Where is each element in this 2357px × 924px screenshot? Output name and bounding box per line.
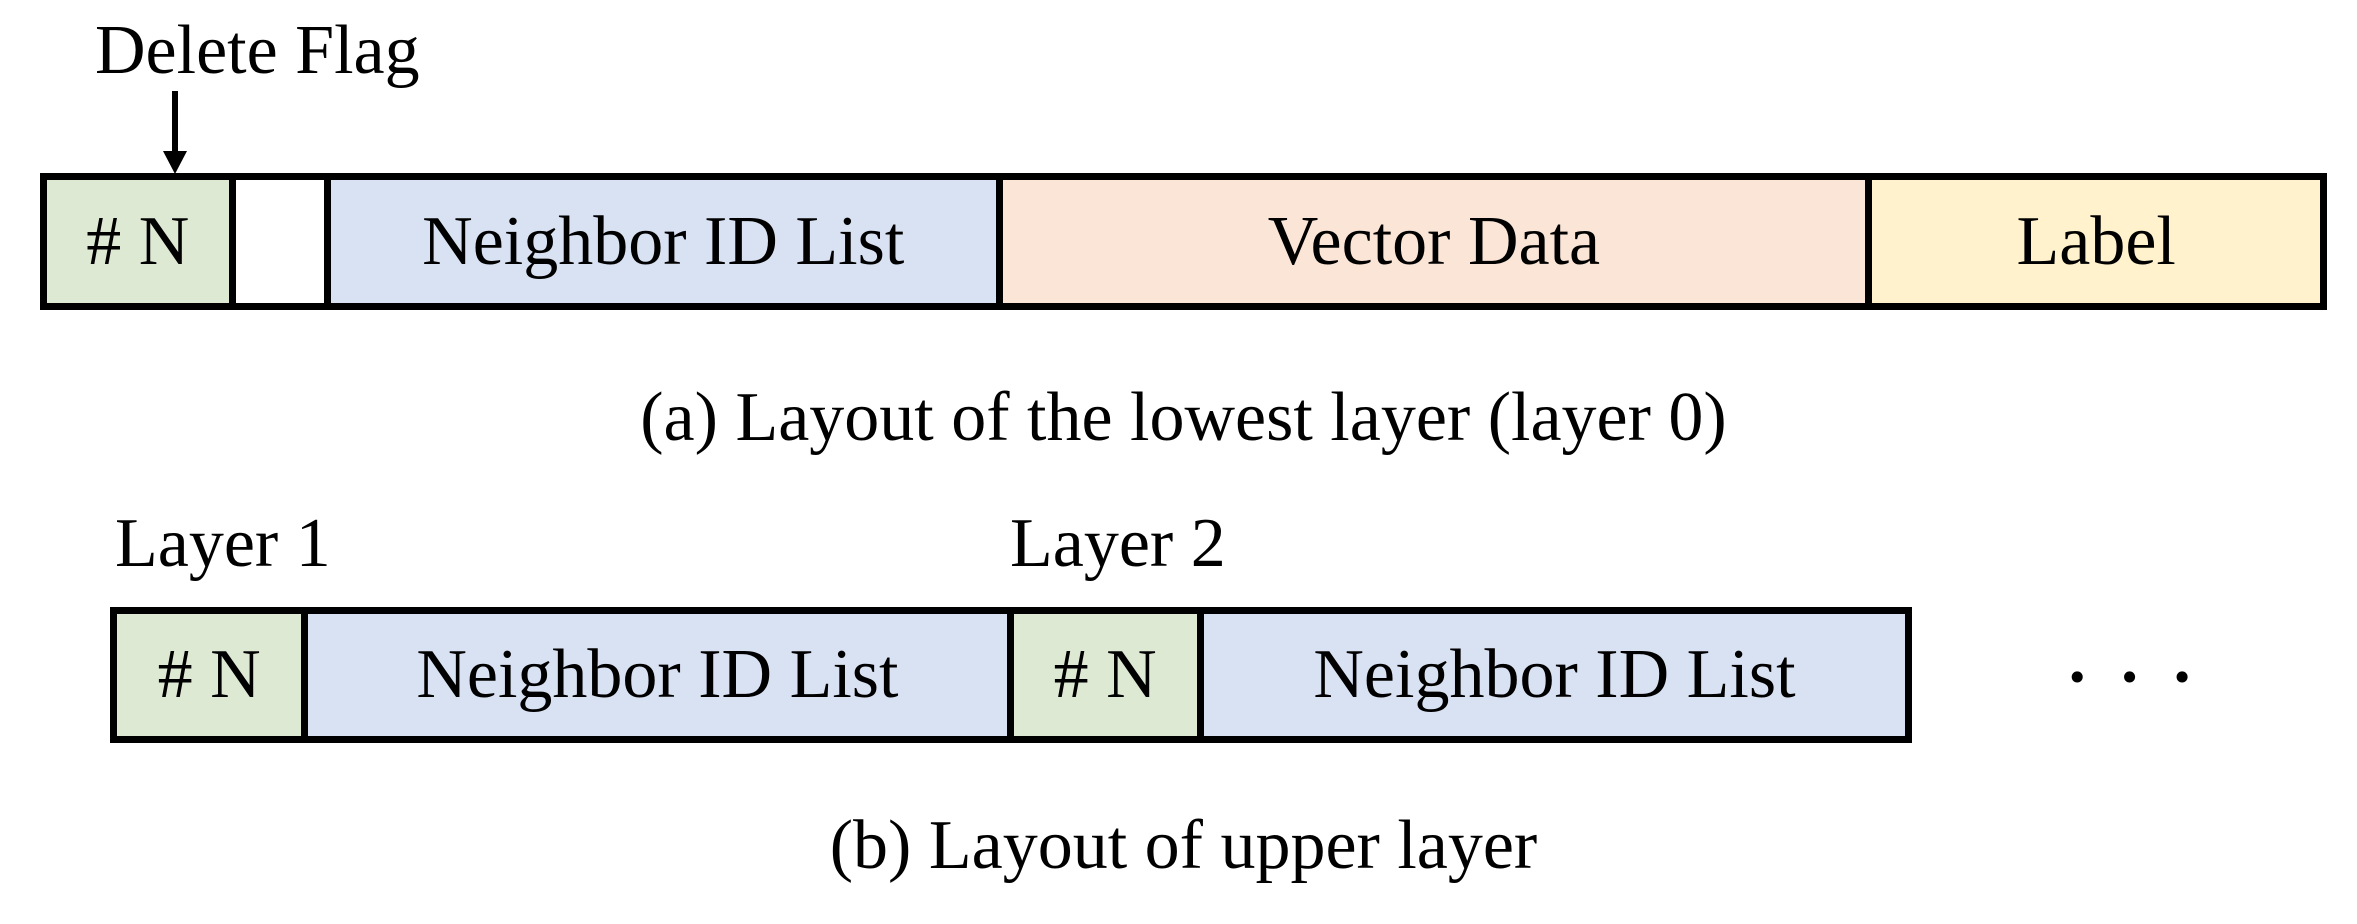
segment-neighbor-count-layer1: # N bbox=[117, 614, 302, 736]
continuation-ellipsis: ••• bbox=[2066, 656, 2224, 700]
delete-flag-arrow-line bbox=[172, 91, 178, 153]
segment-neighbor-id-list-layer1: Neighbor ID List bbox=[301, 614, 1007, 736]
layer0-layout-bar: # N Neighbor ID List Vector Data Label bbox=[40, 173, 2327, 310]
segment-neighbor-id-list: Neighbor ID List bbox=[323, 180, 996, 303]
segment-neighbor-count-layer2: # N bbox=[1006, 614, 1197, 736]
segment-label: Label bbox=[1865, 180, 2320, 303]
delete-flag-arrow-icon bbox=[163, 151, 187, 174]
segment-neighbor-count: # N bbox=[47, 180, 229, 303]
caption-upper-layer: (b) Layout of upper layer bbox=[829, 807, 1538, 884]
caption-layer0: (a) Layout of the lowest layer (layer 0) bbox=[640, 379, 1727, 456]
layer1-label: Layer 1 bbox=[115, 505, 331, 582]
segment-vector-data: Vector Data bbox=[995, 180, 1866, 303]
layer2-label: Layer 2 bbox=[1010, 505, 1226, 582]
segment-neighbor-id-list-layer2: Neighbor ID List bbox=[1196, 614, 1905, 736]
upper-layer-layout-bar: # N Neighbor ID List # N Neighbor ID Lis… bbox=[110, 607, 1912, 743]
segment-delete-flag bbox=[228, 180, 324, 303]
delete-flag-annotation: Delete Flag bbox=[95, 12, 420, 89]
